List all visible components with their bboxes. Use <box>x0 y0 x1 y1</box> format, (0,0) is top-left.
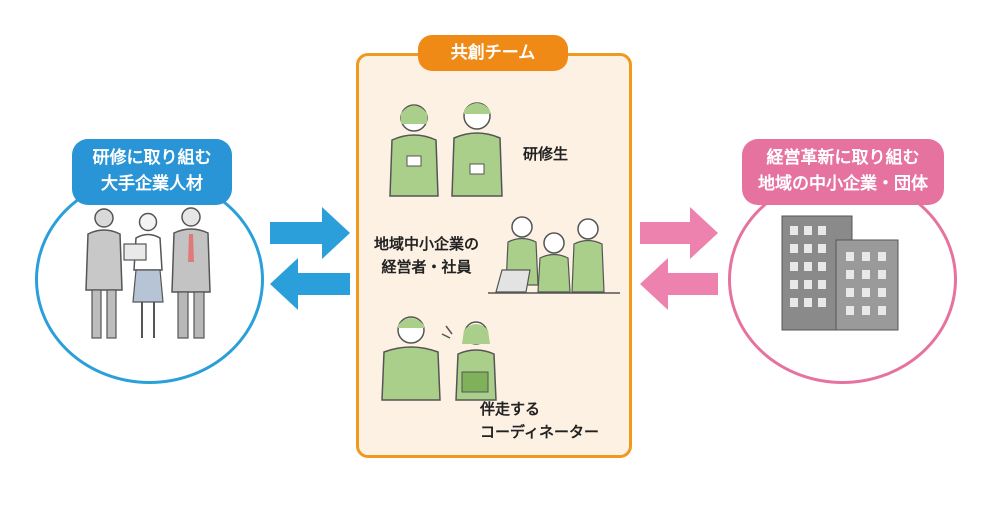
role-sme-managers-line1: 地域中小企業の <box>374 235 480 253</box>
trainees-illustration <box>389 102 503 197</box>
business-people-illustration <box>85 207 211 339</box>
role-trainee: 研修生 <box>523 143 568 166</box>
large-company-label-line1: 研修に取り組む <box>92 148 212 168</box>
role-coordinator: 伴走する コーディネーター <box>480 398 599 444</box>
meeting-illustration <box>488 216 620 294</box>
arrow-right-blue-icon <box>270 207 350 259</box>
arrow-left-pink-icon <box>640 258 718 310</box>
local-sme-label: 経営革新に取り組む 地域の中小企業・団体 <box>742 139 944 205</box>
local-sme-label-line1: 経営革新に取り組む <box>766 148 920 168</box>
role-sme-managers: 地域中小企業の 経営者・社員 <box>374 233 479 279</box>
large-company-label: 研修に取り組む 大手企業人材 <box>72 139 232 205</box>
coordinator-illustration <box>381 316 497 401</box>
large-company-label-line2: 大手企業人材 <box>101 174 203 194</box>
office-building-illustration <box>781 215 899 331</box>
arrow-left-blue-icon <box>270 258 350 310</box>
local-sme-label-line2: 地域の中小企業・団体 <box>758 174 928 194</box>
role-coordinator-line1: 伴走する <box>480 400 541 418</box>
co-creation-team-title: 共創チーム <box>418 35 568 71</box>
role-trainee-label: 研修生 <box>523 145 569 163</box>
role-coordinator-line2: コーディネーター <box>480 423 599 441</box>
role-sme-managers-line2: 経営者・社員 <box>381 258 472 276</box>
arrow-right-pink-icon <box>640 207 718 259</box>
